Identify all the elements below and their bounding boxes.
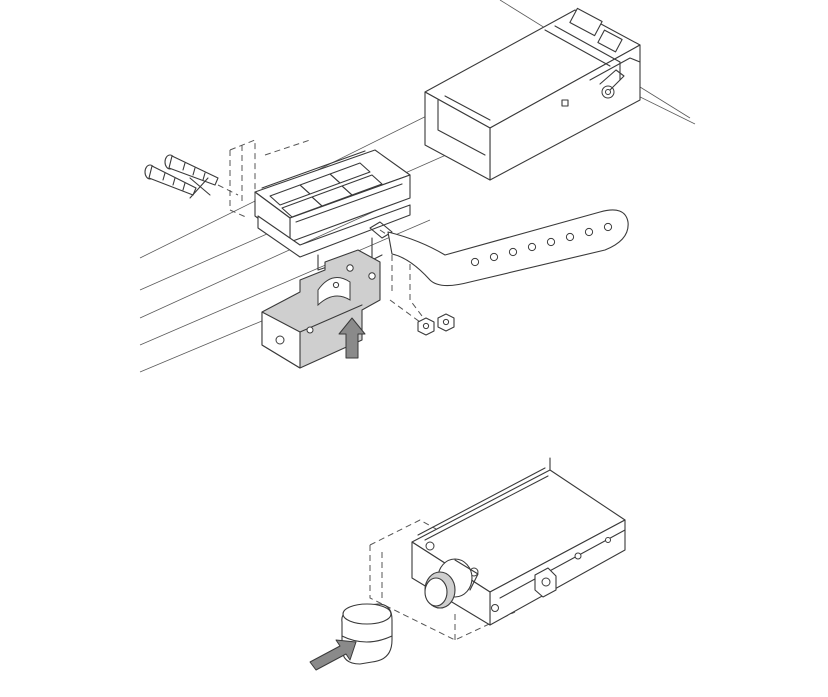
nut [437, 313, 455, 332]
bottom-assembly [309, 457, 626, 671]
arrow-up [338, 317, 366, 359]
slotted-strap [387, 209, 629, 287]
bracket-cells [261, 150, 403, 223]
tube-channel [424, 7, 641, 181]
end-housing [411, 457, 626, 626]
bolt [164, 154, 219, 186]
nuts [389, 299, 455, 336]
mounted-cap [424, 558, 479, 609]
mounting-bracket [254, 149, 411, 271]
tube-rivet [561, 99, 569, 107]
nut [417, 317, 435, 336]
arrow-right [309, 639, 357, 671]
phantom-outline [229, 139, 426, 321]
lower-plate [261, 249, 381, 369]
end-knob [534, 567, 557, 598]
cross-mark [189, 177, 211, 199]
strap-holes [470, 222, 613, 267]
top-assembly [139, 0, 696, 373]
cap [341, 603, 393, 665]
bolts [144, 154, 239, 199]
